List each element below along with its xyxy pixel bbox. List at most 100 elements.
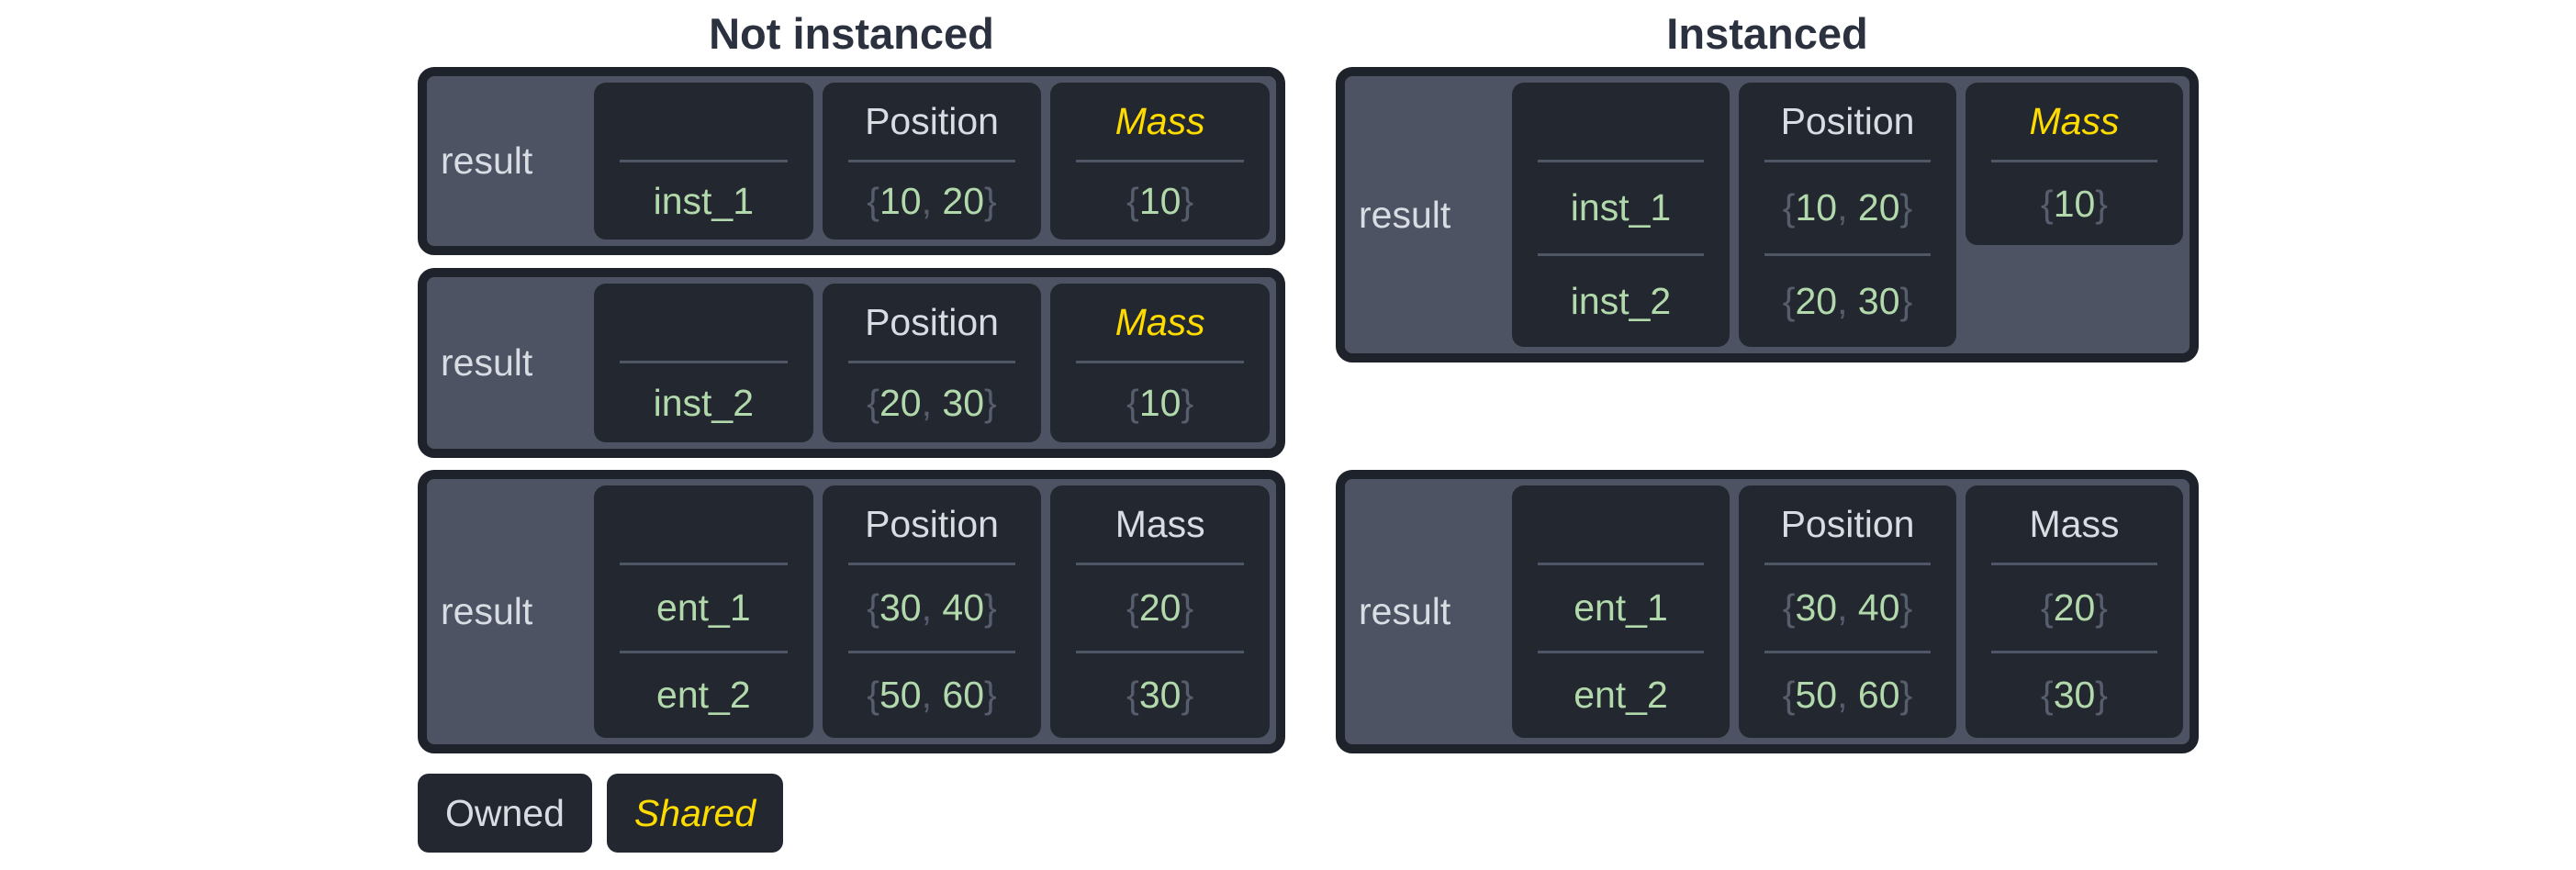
open-brace: { — [867, 586, 879, 629]
open-brace: { — [1782, 186, 1796, 229]
result-label: result — [441, 590, 533, 632]
columns: ent_1 ent_2 Position {30, 40} {50, 60} M… — [594, 485, 1271, 739]
row-divider — [620, 563, 788, 565]
position-value: {30, 40} — [1739, 565, 1956, 651]
row-divider — [1991, 160, 2157, 162]
row-divider — [1538, 253, 1704, 256]
mass-header: Mass — [2029, 99, 2120, 142]
entity-column: ent_1 ent_2 — [594, 485, 813, 738]
position-value: {30, 40} — [823, 565, 1042, 651]
result-table-instanced-1: result inst_1 inst_2 Position {10, 20} {… — [1336, 67, 2199, 362]
comma: , — [1837, 280, 1858, 322]
not-instanced-title: Not instanced — [709, 9, 994, 58]
comma: , — [921, 381, 943, 424]
mass-number: 20 — [2053, 586, 2096, 629]
entity-name: inst_1 — [1570, 186, 1672, 229]
open-brace: { — [1782, 586, 1796, 629]
row-divider — [1076, 160, 1245, 162]
row-divider — [847, 160, 1016, 162]
open-brace: { — [867, 179, 879, 222]
result-table-not-instanced-1: result inst_1 Position {10, 20} Mass {10… — [418, 67, 1285, 255]
close-brace: } — [984, 179, 997, 222]
legend-shared-chip: Shared — [606, 774, 784, 853]
legend: Owned Shared — [418, 774, 784, 853]
row-divider — [1764, 253, 1931, 256]
entity-column-header — [1512, 83, 1730, 160]
mass-value: {20} — [1966, 565, 2183, 651]
legend-owned-chip: Owned — [418, 774, 592, 853]
open-brace: { — [2040, 586, 2054, 629]
open-brace: { — [1126, 179, 1139, 222]
mass-column: Mass {20} {30} — [1966, 485, 2183, 738]
position-y: 40 — [942, 586, 985, 629]
entity-column: inst_1 inst_2 — [1512, 83, 1730, 347]
position-column: Position {10, 20} {20, 30} — [1739, 83, 1956, 347]
open-brace: { — [2040, 674, 2054, 717]
close-brace: } — [984, 586, 997, 629]
mass-value: {10} — [1050, 363, 1270, 442]
position-x: 20 — [879, 381, 922, 424]
mass-number: 20 — [1138, 586, 1182, 629]
row-divider — [1076, 650, 1245, 653]
entity-column-header — [594, 83, 813, 160]
position-y: 30 — [942, 381, 985, 424]
entity-column-header — [594, 485, 813, 563]
mass-number: 10 — [1138, 179, 1182, 222]
mass-column: Mass {10} — [1050, 284, 1271, 442]
row-divider — [1991, 563, 2157, 565]
close-brace: } — [1899, 186, 1913, 229]
mass-number: 30 — [1138, 674, 1182, 717]
comma: , — [921, 586, 943, 629]
close-brace: } — [984, 674, 997, 717]
result-table-not-instanced-3: result ent_1 ent_2 Position {30, 40} {50… — [418, 470, 1285, 753]
comma: , — [921, 674, 943, 717]
entity-name: ent_2 — [1574, 674, 1668, 717]
row-divider — [1764, 650, 1931, 653]
row-divider — [847, 650, 1016, 653]
entity-name: inst_2 — [1570, 280, 1672, 322]
comma: , — [921, 179, 943, 222]
open-brace: { — [1126, 586, 1139, 629]
columns: inst_2 Position {20, 30} Mass {10} — [594, 284, 1271, 442]
mass-value: {30} — [1050, 653, 1270, 739]
mass-column: Mass {20} {30} — [1050, 485, 1271, 739]
position-y: 20 — [942, 179, 985, 222]
mass-header: Mass — [2029, 502, 2120, 545]
mass-value: {10} — [1966, 162, 2183, 245]
comma: , — [1837, 586, 1858, 629]
entity-name: ent_1 — [1574, 586, 1668, 629]
close-brace: } — [1899, 280, 1913, 322]
close-brace: } — [1181, 381, 1194, 424]
position-header: Position — [1780, 502, 1915, 545]
mass-column: Mass {10} — [1050, 83, 1271, 240]
position-x: 50 — [879, 674, 922, 717]
position-header: Position — [1780, 99, 1915, 142]
entity-name: ent_2 — [656, 674, 751, 717]
entity-column-header — [594, 284, 813, 361]
mass-header: Mass — [1114, 99, 1205, 142]
position-value: {20, 30} — [823, 363, 1042, 442]
row-divider — [1538, 160, 1704, 162]
row-divider — [847, 361, 1016, 363]
row-divider — [847, 563, 1016, 565]
row-divider — [1076, 361, 1245, 363]
position-x: 50 — [1795, 674, 1838, 717]
position-y: 30 — [1857, 280, 1900, 322]
open-brace: { — [867, 674, 879, 717]
close-brace: } — [1899, 674, 1913, 717]
close-brace: } — [1181, 586, 1194, 629]
position-x: 20 — [1795, 280, 1838, 322]
position-x: 30 — [879, 586, 922, 629]
open-brace: { — [1782, 674, 1796, 717]
position-header: Position — [865, 99, 999, 142]
position-x: 10 — [879, 179, 922, 222]
result-label: result — [1359, 193, 1451, 236]
mass-value: {20} — [1050, 565, 1270, 651]
position-y: 20 — [1857, 186, 1900, 229]
mass-number: 10 — [1138, 381, 1182, 424]
mass-value: {10} — [1050, 162, 1270, 240]
columns: ent_1 ent_2 Position {30, 40} {50, 60} M… — [1512, 485, 2183, 738]
open-brace: { — [1126, 381, 1139, 424]
instanced-title: Instanced — [1666, 9, 1868, 58]
